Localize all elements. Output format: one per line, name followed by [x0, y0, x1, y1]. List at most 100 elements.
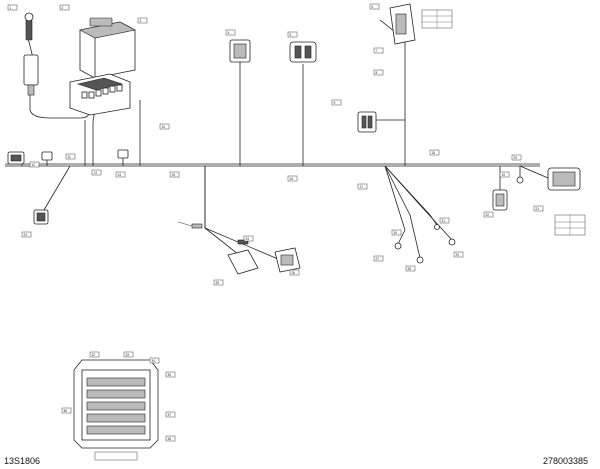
svg-text:19: 19	[502, 173, 506, 177]
svg-text:28: 28	[408, 267, 412, 271]
part-tag: 26	[289, 269, 300, 276]
connector-right-mid	[357, 111, 405, 133]
svg-text:33: 33	[126, 353, 130, 357]
svg-text:29: 29	[456, 253, 460, 257]
part-tag: 9	[331, 99, 342, 106]
part-tag: 28	[405, 265, 416, 272]
sensors-lower-right	[394, 224, 456, 264]
part-tag: 32	[89, 351, 100, 358]
connector-left-4	[117, 149, 129, 159]
sensor-center	[177, 221, 203, 229]
control-module-detail	[73, 359, 159, 461]
part-tag: 37	[165, 411, 176, 418]
part-tag: 24	[243, 235, 254, 242]
part-tag: 21	[533, 205, 544, 212]
part-tags: 1 2 3 4 5 6 7 8 9 10 11 12 13 14 15 16 1…	[7, 3, 544, 442]
svg-text:25: 25	[216, 281, 220, 285]
svg-text:6: 6	[372, 5, 374, 9]
svg-text:22: 22	[486, 213, 490, 217]
svg-text:5: 5	[290, 33, 292, 37]
part-tag: 38	[165, 435, 176, 442]
part-tag: 19	[499, 171, 510, 178]
fuse-slots	[81, 84, 123, 99]
part-tag: 10	[159, 123, 170, 130]
svg-text:36: 36	[64, 409, 68, 413]
connector-right-lower	[492, 176, 524, 211]
svg-text:32: 32	[92, 353, 96, 357]
part-tag: 16	[287, 175, 298, 182]
control-module-top-right	[379, 3, 453, 45]
svg-text:12: 12	[32, 163, 36, 167]
svg-text:11: 11	[68, 155, 72, 159]
part-tag: 7	[373, 47, 384, 54]
part-tag: 17	[357, 183, 368, 190]
connector-far-right	[519, 165, 586, 236]
fuse-box	[69, 17, 136, 116]
battery-cable	[23, 12, 91, 119]
part-tag: 33	[123, 351, 134, 358]
part-tag: 34	[149, 357, 160, 364]
svg-text:15: 15	[172, 173, 176, 177]
part-tag: 35	[165, 371, 176, 378]
svg-text:37: 37	[168, 413, 172, 417]
svg-text:16: 16	[290, 177, 294, 181]
part-tag: 2	[59, 4, 70, 11]
svg-text:24: 24	[246, 237, 250, 241]
svg-text:1: 1	[10, 6, 12, 10]
part-tag: 23	[21, 231, 32, 238]
svg-text:3: 3	[140, 19, 142, 23]
figure-code-left: 13S1806	[4, 456, 40, 466]
svg-text:7: 7	[376, 49, 378, 53]
svg-text:4: 4	[228, 31, 230, 35]
svg-text:18: 18	[432, 151, 436, 155]
part-tag: 3	[137, 17, 148, 24]
connector-left-2	[41, 151, 53, 161]
pin-grid	[86, 377, 146, 435]
part-tag: 31	[439, 217, 450, 224]
svg-text:17: 17	[360, 185, 364, 189]
part-tag: 25	[213, 279, 224, 286]
svg-text:14: 14	[118, 173, 122, 177]
part-tag: 29	[453, 251, 464, 258]
part-tag: 22	[483, 211, 494, 218]
connector-left-3	[33, 209, 49, 225]
connector-left-1	[7, 151, 25, 165]
part-tag: 18	[429, 149, 440, 156]
part-tag: 36	[61, 407, 72, 414]
svg-text:23: 23	[24, 233, 28, 237]
connector-lower-2	[274, 247, 301, 273]
svg-text:21: 21	[536, 207, 540, 211]
main-harness	[5, 40, 540, 263]
connector-lower-1	[227, 239, 259, 275]
part-tag: 15	[169, 171, 180, 178]
part-tag: 6	[369, 3, 380, 10]
svg-text:34: 34	[152, 359, 156, 363]
part-tag: 5	[287, 31, 298, 38]
part-tag: 13	[91, 169, 102, 176]
svg-text:20: 20	[514, 156, 518, 160]
connector-top-1	[229, 39, 251, 63]
svg-text:26: 26	[292, 271, 296, 275]
part-tag: 20	[511, 154, 522, 161]
svg-text:9: 9	[334, 101, 336, 105]
svg-text:2: 2	[62, 6, 64, 10]
figure-code-right: 278003385	[543, 456, 588, 466]
svg-text:30: 30	[394, 231, 398, 235]
svg-text:8: 8	[376, 71, 378, 75]
part-tag: 27	[373, 255, 384, 262]
part-tag: 8	[373, 69, 384, 76]
part-tag: 14	[115, 171, 126, 178]
svg-text:35: 35	[168, 373, 172, 377]
svg-text:13: 13	[94, 171, 98, 175]
part-tag: 12	[29, 161, 40, 168]
part-tag: 1	[7, 4, 18, 11]
connector-top-2	[289, 41, 317, 63]
svg-text:38: 38	[168, 437, 172, 441]
svg-text:27: 27	[376, 257, 380, 261]
svg-text:10: 10	[162, 125, 166, 129]
part-tag: 11	[65, 153, 76, 160]
part-tag: 30	[391, 229, 402, 236]
part-tag: 4	[225, 29, 236, 36]
svg-text:31: 31	[442, 219, 446, 223]
